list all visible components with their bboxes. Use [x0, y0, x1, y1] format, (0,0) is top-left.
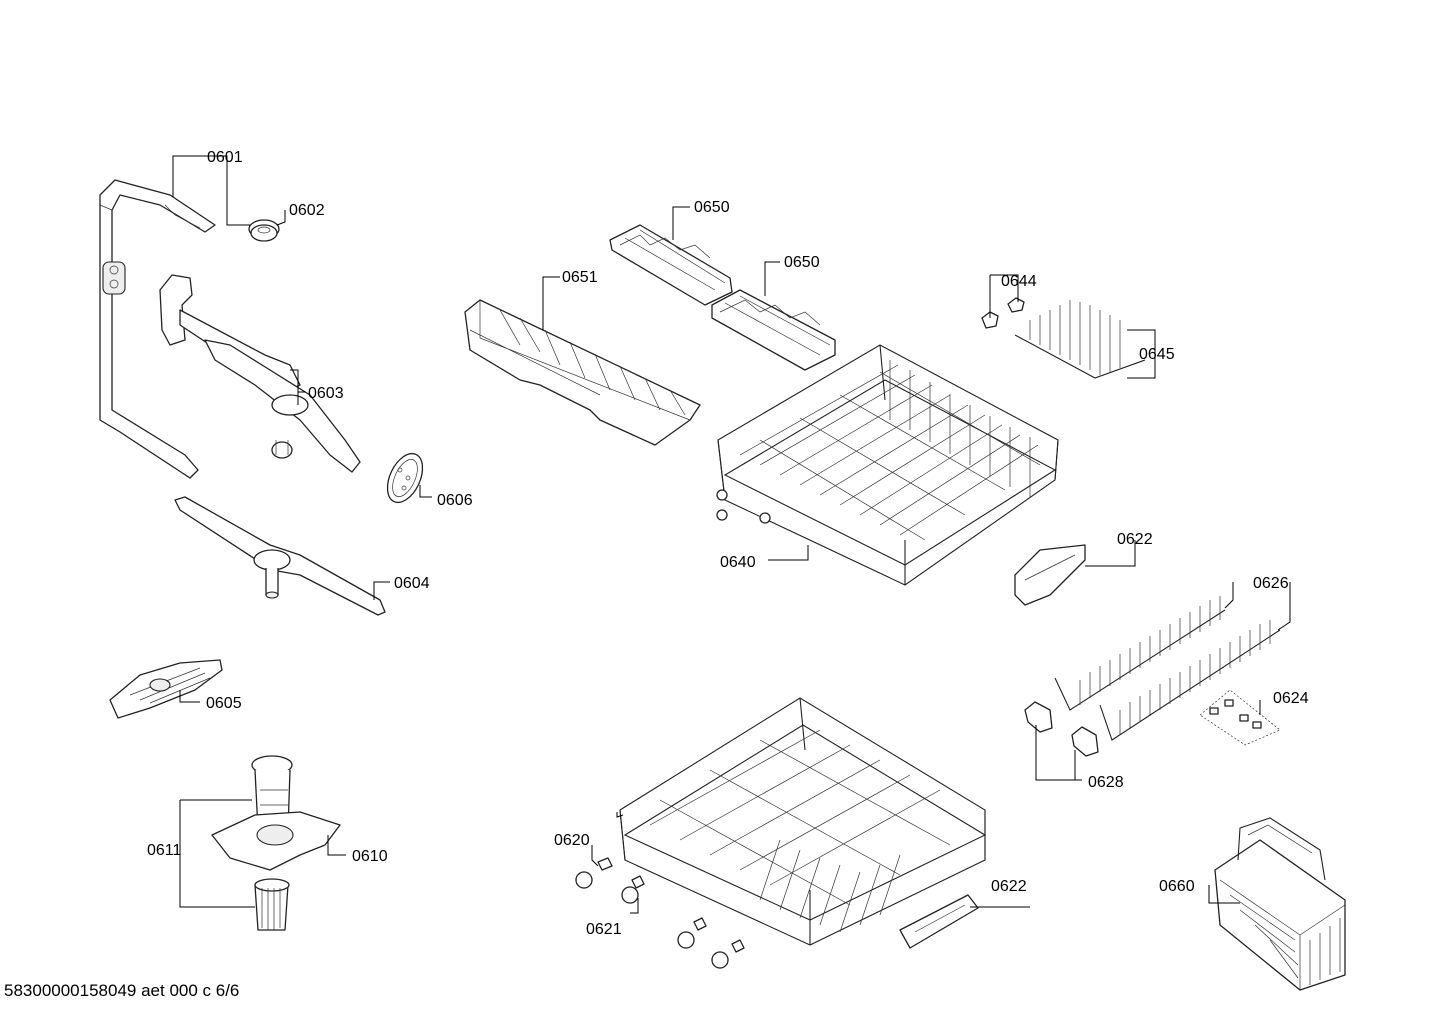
part-0604-lower-spray-arm[interactable] — [174, 496, 386, 616]
callout-0645: 0645 — [1139, 346, 1175, 363]
part-0650-holder-b[interactable] — [711, 289, 836, 371]
document-reference: 58300000158049 aet 000 c 6/6 — [4, 981, 240, 1000]
part-0602-nut[interactable] — [248, 219, 280, 242]
part-0650-holder-a[interactable] — [609, 224, 733, 306]
callout-0660: 0660 — [1159, 878, 1195, 895]
part-0622-handle-upper[interactable] — [1014, 544, 1086, 606]
part-0605-cover[interactable] — [109, 659, 223, 719]
callout-0601: 0601 — [207, 149, 243, 166]
part-0622-handle-lower[interactable] — [899, 894, 979, 949]
callout-0620: 0620 — [554, 832, 590, 849]
part-0606-filter-disc[interactable] — [380, 448, 429, 508]
part-0624-clip-set[interactable] — [1199, 689, 1281, 746]
callout-0628: 0628 — [1088, 774, 1124, 791]
part-0645-rack[interactable] — [1014, 300, 1146, 379]
callout-0611: 0611 — [147, 842, 182, 859]
callout-0644: 0644 — [1001, 273, 1037, 290]
callout-0622-lower: 0622 — [991, 878, 1027, 895]
callout-0640: 0640 — [720, 554, 756, 571]
callout-0621: 0621 — [586, 921, 622, 938]
callout-0650-b: 0650 — [784, 254, 820, 271]
part-0651-cutlery-tray[interactable] — [464, 299, 701, 446]
callout-0605: 0605 — [206, 695, 242, 712]
callout-0622-upper: 0622 — [1117, 531, 1153, 548]
callout-0604: 0604 — [394, 575, 430, 592]
part-0603-upper-spray-arm[interactable] — [159, 274, 361, 473]
part-0628-holders[interactable] — [1024, 701, 1099, 757]
callout-0624: 0624 — [1273, 690, 1309, 707]
callout-0610: 0610 — [352, 848, 388, 865]
part-0601-supply-tube[interactable] — [99, 179, 216, 479]
part-0611-filter-assembly[interactable] — [211, 755, 341, 931]
callout-0606: 0606 — [437, 492, 473, 509]
callout-0650-a: 0650 — [694, 199, 730, 216]
callout-labels: 0601 0602 0603 0604 0605 0606 0610 0611 … — [147, 149, 1309, 938]
part-0621-wheels[interactable] — [575, 857, 745, 969]
leader-lines — [172, 155, 1291, 914]
callout-0651: 0651 — [562, 269, 598, 286]
part-0660-cutlery-basket[interactable] — [1214, 817, 1346, 991]
callout-0603: 0603 — [308, 385, 344, 402]
callout-0602: 0602 — [289, 202, 325, 219]
part-0640-upper-basket[interactable] — [716, 344, 1059, 586]
callout-0626: 0626 — [1253, 575, 1289, 592]
part-0626-racks[interactable] — [1054, 596, 1281, 741]
part-0620-lower-basket[interactable] — [619, 697, 987, 946]
part-0644-clip[interactable] — [981, 297, 1025, 329]
